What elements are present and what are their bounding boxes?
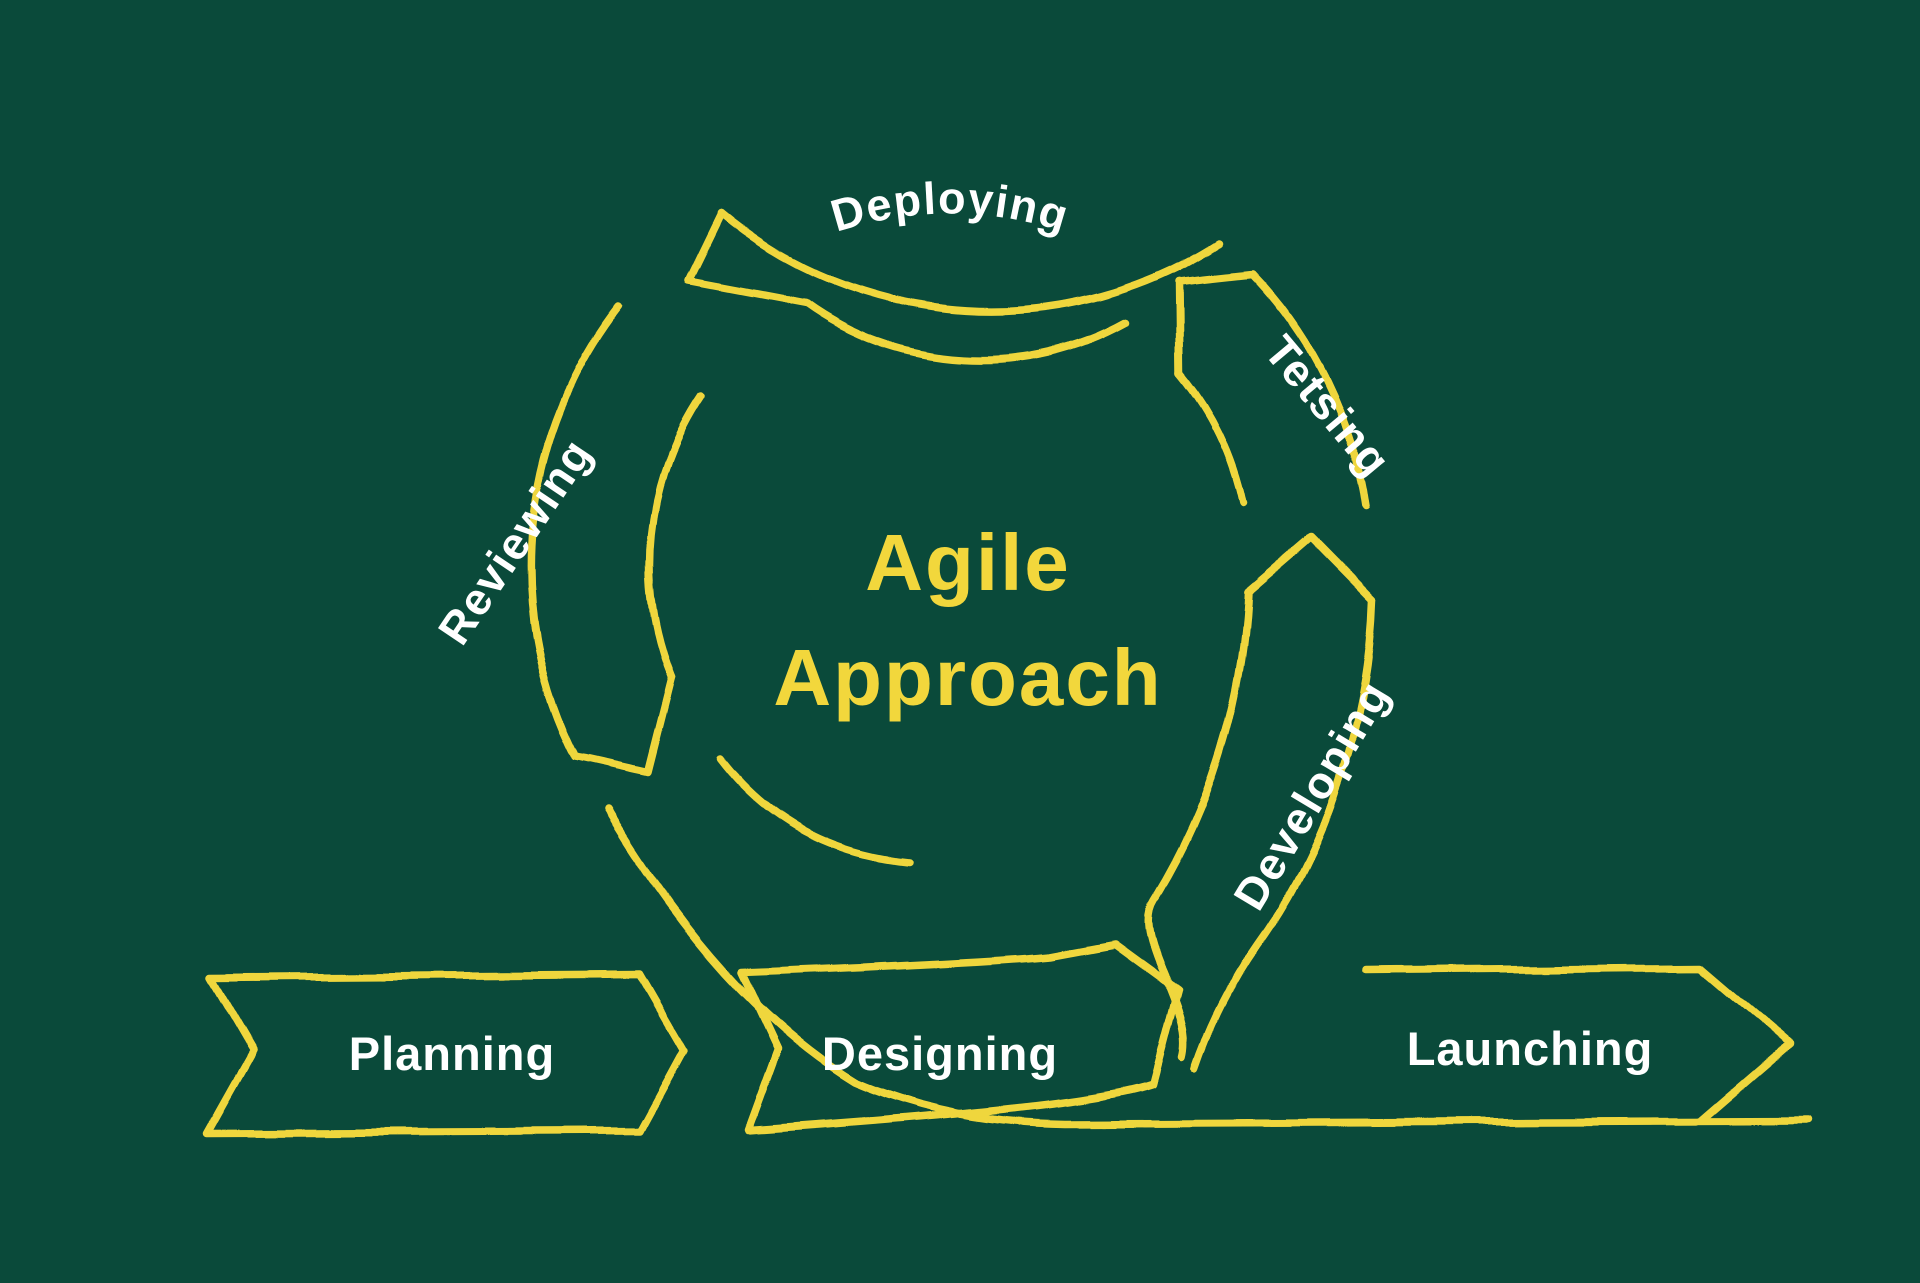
designing-banner-label: Designing xyxy=(822,1027,1058,1080)
launching-banner-label: Launching xyxy=(1407,1022,1654,1075)
diagram-title-line2: Approach xyxy=(773,633,1162,722)
developing-segment-arrowhead xyxy=(1244,534,1376,604)
reviewing-segment-inner-arc xyxy=(646,393,705,681)
deploying-segment-label: Deploying xyxy=(825,172,1075,241)
planning-banner-label: Planning xyxy=(349,1027,555,1080)
reviewing-segment-arrowhead xyxy=(572,673,676,776)
loop-bottom-inner-arc xyxy=(716,754,912,866)
chalk-linework xyxy=(203,209,1814,1137)
reviewing-segment-label: Reviewing xyxy=(428,429,602,653)
diagram-title-line1: Agile xyxy=(865,518,1071,607)
reviewing-segment-outer-arc xyxy=(526,302,623,760)
tetsing-segment-inner-arc xyxy=(1176,368,1247,507)
tetsing-segment-label: Tetsing xyxy=(1255,326,1402,487)
deploying-segment-inner-arc xyxy=(801,299,1130,364)
loop-bottom-outer-edge-and-baseline xyxy=(604,806,1814,1128)
designing-banner-shape xyxy=(738,940,1182,1135)
deploying-segment-outer-arc xyxy=(717,209,1224,315)
developing-segment-outer-edge xyxy=(1192,596,1376,1072)
launching-banner-shape xyxy=(1363,963,1794,1124)
deploying-segment-arrowhead xyxy=(684,209,809,307)
tetsing-segment-arrowhead xyxy=(1175,269,1256,376)
tetsing-segment-outer-arc xyxy=(1248,269,1370,511)
planning-banner-shape xyxy=(203,970,688,1137)
developing-segment-label: Developing xyxy=(1224,672,1400,919)
